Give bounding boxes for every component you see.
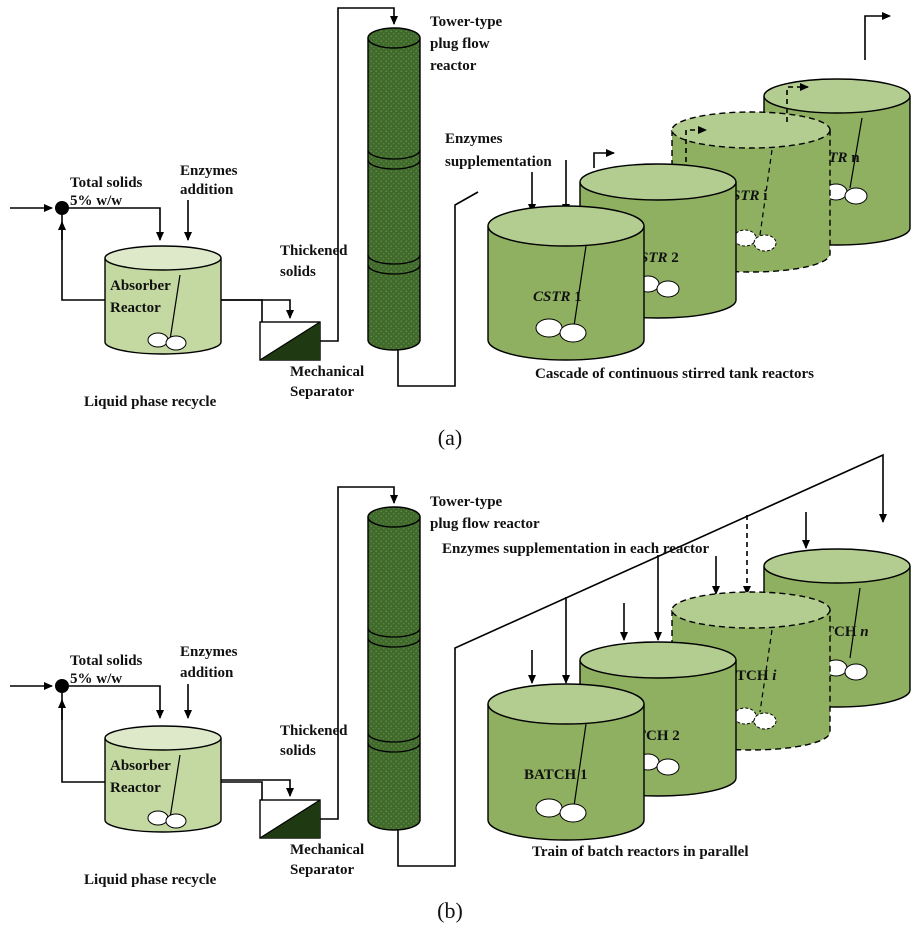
absorber-to-separator-b [221,779,294,797]
total-solids-label-a-1: Total solids [70,175,143,191]
reactor-label-a-2: STR 2 [640,250,679,266]
separator-label-a-1: Mechanical [290,364,364,380]
train-label-a: Cascade of continuous stirred tank react… [535,366,814,382]
separator-label-b-2: Separator [290,862,354,878]
reactor-label-b-3: TCH i [736,668,777,684]
thickened-label-b-1: Thickened [280,723,348,739]
reactor-label-a-3: STR i [732,188,767,204]
feed-to-absorber [69,207,164,241]
mechanical-separator-a [259,321,321,361]
separator-label-b-1: Mechanical [290,842,364,858]
mechanical-separator-b [259,799,321,839]
outlet-arrow-a-4 [864,12,891,60]
tower-reactor-b [367,506,421,831]
thickened-solids-line-b [320,486,398,820]
thickened-label-b-2: solids [280,743,316,759]
tower-label-b-1: Tower-type [430,494,503,510]
thickened-solids-line [320,7,398,342]
absorber-reactor-a: Absorber Reactor [104,245,222,355]
absorber-label-1: Absorber [110,278,171,294]
tower-label-a-1: Tower-type [430,14,503,30]
recycle-label-a: Liquid phase recycle [84,394,217,410]
tower-label-b-2: plug flow reactor [430,516,540,532]
enzymes-addition-label-b-1: Enzymes [180,644,238,660]
total-solids-label-b-1: Total solids [70,653,143,669]
supplement-label-a-1: Enzymes [445,131,503,147]
total-solids-label-a-2: 5% w/w [70,193,122,209]
outlet-arrow-a-2 [685,126,707,162]
panel-a: Absorber Reactor [10,7,911,450]
enzymes-addition-label-a-1: Enzymes [180,163,238,179]
tower-label-a-3: reactor [430,58,477,74]
mixer-node [55,201,69,215]
reactor-label-b-4: TCH n [824,624,869,640]
supplement-label-b: Enzymes supplementation in each reactor [442,541,710,557]
tower-label-a-2: plug flow [430,36,490,52]
caption-b: (b) [437,898,463,923]
feed-to-absorber-b [69,685,164,719]
caption-a: (a) [438,425,462,450]
reactor-tank-b-1: BATCH 1 [487,683,645,841]
recycle-label-b: Liquid phase recycle [84,872,217,888]
reactor-tank-a-1: CSTR 1 [487,205,645,361]
panel-b: Absorber Reactor [10,453,911,923]
absorber-label-b-2: Reactor [110,780,161,796]
total-solids-label-b-2: 5% w/w [70,671,122,687]
absorber-label-2: Reactor [110,300,161,316]
enzymes-addition-label-b-2: addition [180,665,234,681]
thickened-label-a-2: solids [280,264,316,280]
reactor-label-b-1: BATCH 1 [524,767,587,783]
tower-reactor-a [367,27,421,351]
reactor-label-a-1: CSTR 1 [533,289,582,305]
mixer-node-b [55,679,69,693]
tower-outlet-line [397,191,479,387]
outlet-arrow-a-1 [593,149,615,168]
absorber-to-separator [221,299,294,319]
separator-label-a-2: Separator [290,384,354,400]
thickened-label-a-1: Thickened [280,243,348,259]
supplement-label-a-2: supplementation [445,154,552,170]
absorber-reactor-b: Absorber Reactor [104,725,222,833]
outlet-arrow-a-3 [786,83,809,122]
absorber-label-b-1: Absorber [110,758,171,774]
enzymes-addition-label-a-2: addition [180,182,234,198]
train-label-b: Train of batch reactors in parallel [532,844,749,860]
tower-outlet-manifold-b [397,453,884,867]
